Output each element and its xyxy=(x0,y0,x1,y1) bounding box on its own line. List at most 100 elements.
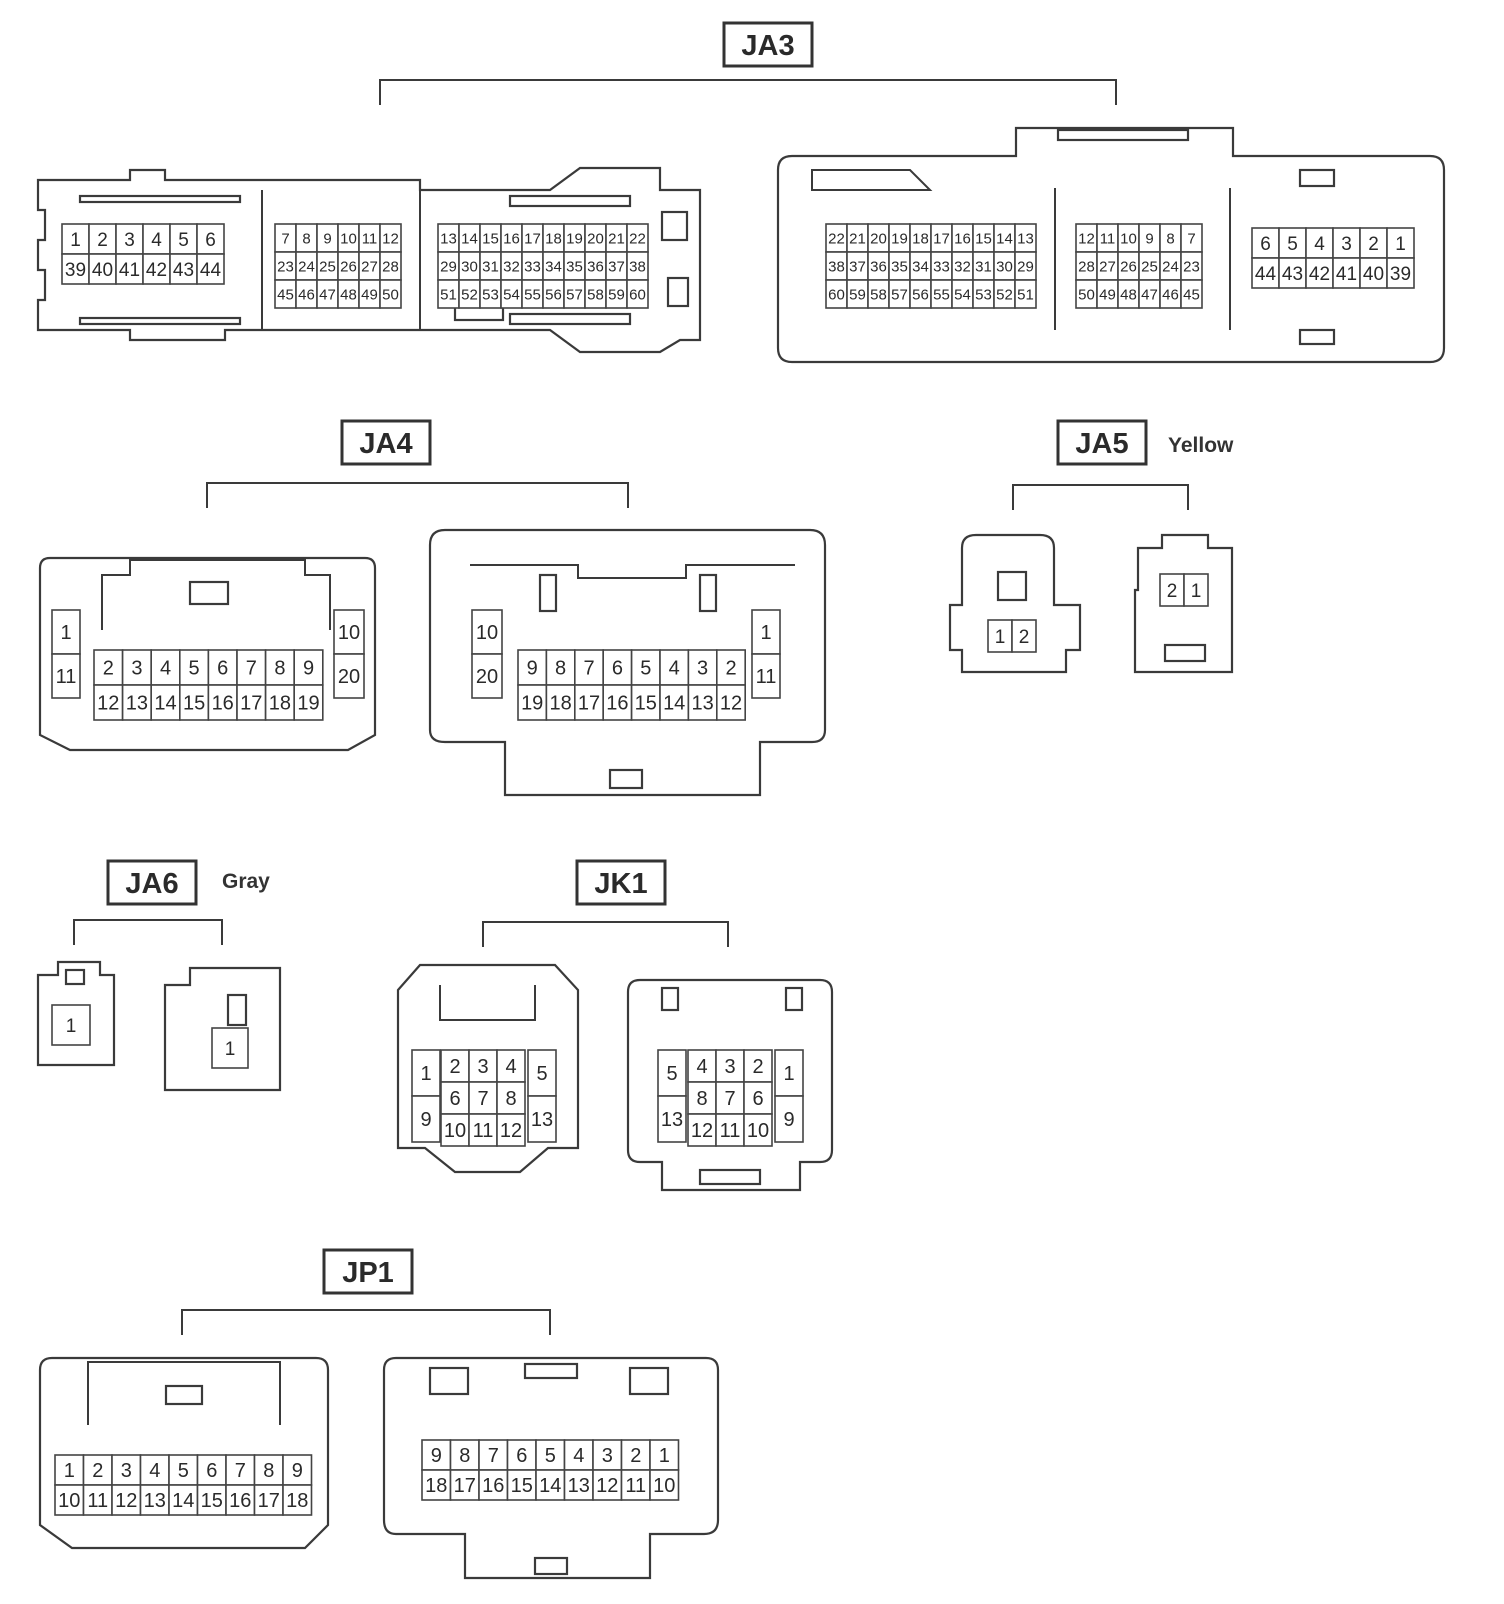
pin-cell xyxy=(1251,257,1280,289)
pin-number: 24 xyxy=(298,258,315,275)
pin-number: 38 xyxy=(629,258,646,275)
pin-number: 19 xyxy=(891,230,908,247)
connector-ja5: JA5 Yellow xyxy=(948,419,1234,674)
pin-number: 2 xyxy=(97,230,108,251)
pin-number: 35 xyxy=(566,258,583,275)
pin-number: 38 xyxy=(828,258,845,275)
pin-number: 23 xyxy=(1183,258,1200,275)
pin-number: 11 xyxy=(473,1120,494,1142)
pin-number: 2 xyxy=(725,658,736,680)
pin-number: 10 xyxy=(476,622,498,644)
pin-number: 9 xyxy=(1145,230,1153,247)
pin-number: 9 xyxy=(292,1460,303,1482)
pin-number: 12 xyxy=(596,1475,618,1497)
pin-number: 11 xyxy=(756,666,777,688)
pin-number: 12 xyxy=(115,1490,137,1512)
pin-number: 5 xyxy=(545,1445,556,1467)
pin-number: 4 xyxy=(505,1056,516,1078)
pin-number: 18 xyxy=(545,230,562,247)
pin-number: 2 xyxy=(1167,581,1178,602)
pin-cell xyxy=(411,1049,441,1097)
pin-cell xyxy=(1332,257,1361,289)
pin-number: 16 xyxy=(606,693,628,715)
latch-tab xyxy=(996,570,1028,602)
connector-ja4: JA4 xyxy=(38,419,827,797)
pin-number: 27 xyxy=(361,258,378,275)
pin-number: 16 xyxy=(482,1475,504,1497)
pin-number: 19 xyxy=(521,693,543,715)
pin-cell xyxy=(743,1113,773,1147)
pin-number: 43 xyxy=(173,260,194,281)
pin-number: 8 xyxy=(1166,230,1174,247)
pin-number: 5 xyxy=(178,230,189,251)
pin-number: 25 xyxy=(319,258,336,275)
pin-number: 1 xyxy=(64,1460,75,1482)
connector-label-box xyxy=(322,1248,414,1295)
ja5-left-view xyxy=(948,533,1082,674)
latch-tab xyxy=(698,1168,762,1186)
pin-cell xyxy=(496,1113,526,1147)
pin-number: 10 xyxy=(340,230,357,247)
pin-cell xyxy=(649,1469,680,1501)
pin-number: 46 xyxy=(1162,286,1179,303)
connector-label-box xyxy=(1056,419,1148,466)
pin-number: 5 xyxy=(666,1063,677,1085)
pin-number: 28 xyxy=(1078,258,1095,275)
pin-cell xyxy=(715,649,746,686)
pin-number: 18 xyxy=(912,230,929,247)
pin-cell xyxy=(527,1095,557,1143)
connector-label-box xyxy=(575,859,667,906)
pin-number: 26 xyxy=(340,258,357,275)
pin-cell xyxy=(1305,257,1334,289)
pin-number: 13 xyxy=(531,1109,553,1131)
pin-number: 2 xyxy=(752,1056,763,1078)
pin-cell xyxy=(471,609,503,655)
pin-number: 9 xyxy=(303,658,314,680)
pin-cell xyxy=(626,279,649,309)
pin-number: 14 xyxy=(172,1490,194,1512)
pin-cell xyxy=(168,1484,199,1516)
pin-cell xyxy=(264,684,296,721)
connector-housing xyxy=(948,533,1082,674)
pin-number: 10 xyxy=(338,622,360,644)
pin-number: 11 xyxy=(1100,230,1116,247)
pin-number: 1 xyxy=(1191,581,1202,602)
pin-number: 14 xyxy=(663,693,685,715)
ja6-view-1-pin-block: 1 xyxy=(51,1004,91,1046)
pin-cell xyxy=(196,253,225,285)
connector-label: JA4 xyxy=(359,428,412,460)
keying-slot xyxy=(428,1366,470,1396)
pin-cell xyxy=(111,1484,142,1516)
pin-number: 7 xyxy=(488,1445,499,1467)
latch-spring xyxy=(226,993,248,1027)
pin-number: 37 xyxy=(608,258,625,275)
pin-number: 19 xyxy=(297,693,319,715)
pin-number: 52 xyxy=(996,286,1013,303)
pin-cell xyxy=(471,653,503,699)
pin-number: 3 xyxy=(724,1056,735,1078)
pin-number: 60 xyxy=(629,286,646,303)
jp1-left-view xyxy=(38,1356,330,1550)
pin-number: 13 xyxy=(144,1490,166,1512)
pin-number: 6 xyxy=(206,1460,217,1482)
pin-number: 39 xyxy=(1390,264,1411,285)
pin-number: 42 xyxy=(1309,264,1330,285)
pin-number: 3 xyxy=(124,230,135,251)
pin-number: 8 xyxy=(555,658,566,680)
pin-number: 7 xyxy=(1187,230,1195,247)
pin-number: 13 xyxy=(126,693,148,715)
pin-number: 6 xyxy=(449,1088,460,1110)
connector-label: JA3 xyxy=(741,30,794,62)
bracket-line xyxy=(379,79,1117,105)
pin-cell xyxy=(169,253,198,285)
pin-number: 44 xyxy=(200,260,222,281)
ja6-view-2-pin-block: 1 xyxy=(211,1027,249,1069)
pin-cell xyxy=(211,1027,249,1069)
pin-number: 20 xyxy=(338,666,360,688)
pin-number: 13 xyxy=(1017,230,1034,247)
